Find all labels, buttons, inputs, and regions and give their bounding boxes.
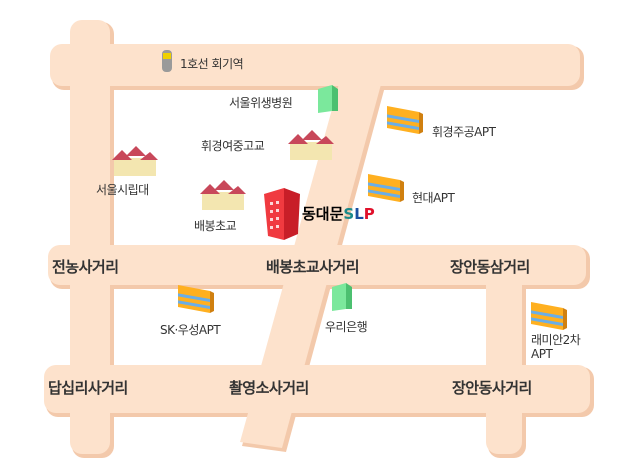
hwikyung-apt-label: 휘경주공APT	[432, 125, 496, 139]
raemian-label-line1: 래미안2차	[531, 333, 581, 347]
road-diagonal	[240, 44, 392, 448]
jangan-3way-label: 장안동삼거리	[450, 258, 530, 276]
title-name: 동대문	[302, 205, 344, 223]
university-building-icon	[112, 146, 158, 176]
woori-bank-label: 우리은행	[325, 320, 368, 334]
dongdaemun-slp-building-icon	[264, 188, 300, 240]
university-label: 서울시립대	[96, 183, 149, 197]
girls-school-label: 휘경여중고교	[201, 139, 265, 153]
title-p: P	[363, 205, 375, 223]
station-label: 1호선 회기역	[180, 57, 244, 71]
chwaryeongso-intersection-label: 촬영소사거리	[229, 379, 309, 397]
raemian-label-line2: APT	[531, 347, 553, 361]
subway-station-icon	[162, 50, 172, 72]
bank-building-icon	[332, 283, 352, 311]
hospital-label: 서울위생병원	[229, 96, 293, 110]
elementary-school-icon	[200, 180, 246, 210]
apartment-icon	[531, 302, 567, 330]
title-s: S	[343, 205, 355, 223]
dapsimni-intersection-label: 답십리사거리	[48, 379, 128, 397]
jangan-intersection-label: 장안동사거리	[452, 379, 532, 397]
road-bottom	[44, 365, 590, 413]
apartment-icon	[368, 174, 404, 202]
apartment-icon	[387, 106, 423, 134]
road-top	[50, 44, 580, 86]
title-l: L	[354, 205, 364, 223]
jeonnong-intersection-label: 전농사거리	[52, 258, 119, 276]
school-building-icon	[288, 130, 334, 160]
hyundai-apt-label: 현대APT	[412, 191, 455, 205]
baebong-school-label: 배봉초교	[194, 219, 237, 233]
dongdaemun-slp-title: 동대문SLP	[302, 203, 375, 224]
road-left-vertical	[70, 20, 110, 454]
baebong-intersection-label: 배봉초교사거리	[266, 258, 360, 276]
hospital-building-icon	[318, 85, 338, 113]
sk-apt-label: SK·우성APT	[160, 323, 221, 337]
apartment-icon	[178, 285, 214, 313]
